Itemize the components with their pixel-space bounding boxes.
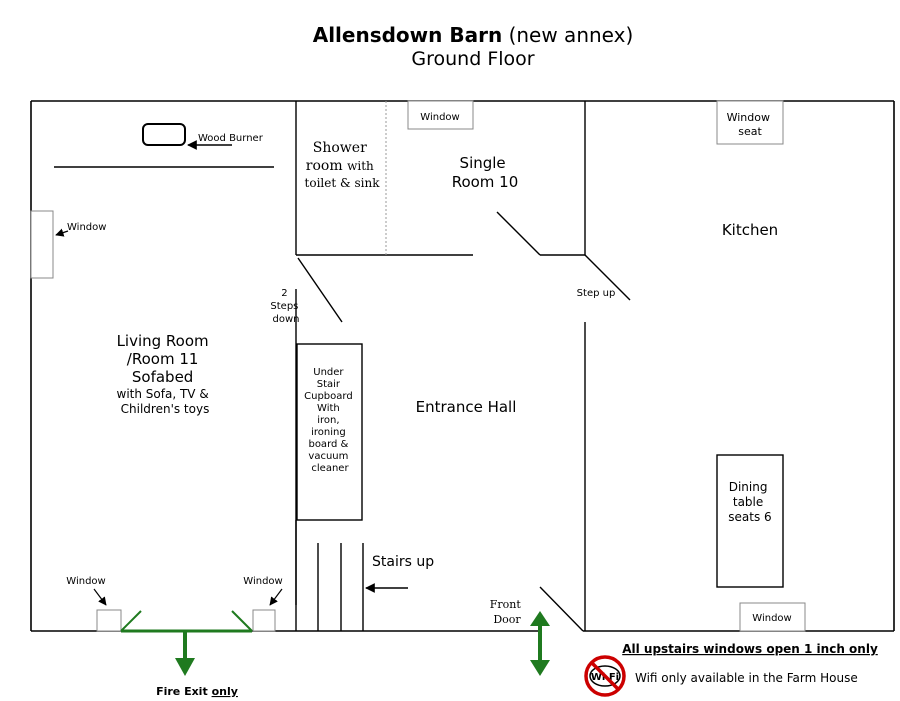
- stairs-up-label: Stairs up: [372, 554, 434, 570]
- living-room-label: Living Room /Room 11 Sofabed with Sofa, …: [117, 332, 214, 416]
- window-label-kitchen: Window: [752, 613, 791, 624]
- window-bottom-right-arrow: [269, 588, 283, 606]
- steps-down-label: 2 Steps down: [270, 288, 301, 325]
- wood-burner-icon: [142, 123, 186, 146]
- wood-burner-label: Wood Burner: [198, 133, 264, 144]
- fire-exit: [120, 610, 253, 676]
- interior-walls: [54, 101, 586, 631]
- front-door-arrow: [530, 611, 550, 676]
- dining-table-label: Dining table seats 6: [728, 480, 771, 524]
- window-single-room: [407, 100, 474, 130]
- window-left-arrow: [55, 228, 69, 237]
- fire-exit-arrow-icon: [175, 658, 195, 676]
- window-living-left: [30, 210, 54, 279]
- plan-subtitle: Ground Floor: [411, 48, 534, 70]
- window-living-bottom-left: [96, 609, 122, 632]
- window-label-bottom-left: Window: [66, 576, 105, 587]
- upstairs-windows-note: All upstairs windows open 1 inch only: [622, 642, 878, 656]
- single-room-label: Single Room 10: [452, 154, 519, 191]
- no-wifi-icon: Wi Fi: [584, 655, 626, 697]
- window-label-left: Window: [67, 222, 106, 233]
- window-bottom-left-arrow: [93, 588, 107, 606]
- plan-title: Allensdown Barn (new annex): [313, 23, 634, 47]
- front-door-label: Front Door: [490, 598, 525, 626]
- stairs: [317, 543, 364, 631]
- kitchen-label: Kitchen: [722, 221, 778, 239]
- under-stair-cupboard: [296, 343, 363, 521]
- window-living-bottom-right: [252, 609, 276, 632]
- window-kitchen-bottom: [739, 602, 806, 632]
- door-swings: [297, 211, 631, 632]
- shower-room-label: Shower room with toilet & sink: [305, 140, 381, 190]
- window-label-bottom-right: Window: [243, 576, 282, 587]
- step-up-label: Step up: [577, 288, 616, 299]
- windows: [30, 100, 806, 632]
- cupboard-label: Under Stair Cupboard With iron, ironing …: [304, 367, 356, 474]
- window-label-single: Window: [420, 112, 459, 123]
- window-seat-kitchen: [716, 100, 784, 145]
- dining-table: [716, 454, 784, 588]
- entrance-hall-label: Entrance Hall: [416, 398, 517, 416]
- fire-exit-label: Fire Exit only: [156, 685, 238, 698]
- wifi-note: Wifi only available in the Farm House: [635, 671, 858, 685]
- window-seat-label: Window seat: [727, 111, 774, 138]
